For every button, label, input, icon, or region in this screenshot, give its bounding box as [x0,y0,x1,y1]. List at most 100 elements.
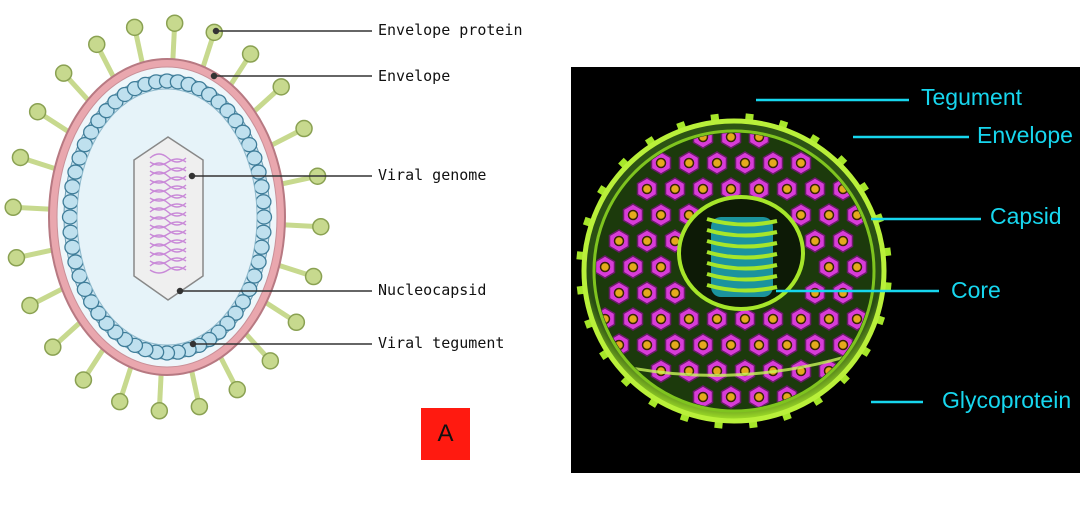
tegument-bead [254,180,269,194]
envelope-protein-head [167,15,183,31]
capsomere-center [811,185,820,194]
capsomere-center [643,341,652,350]
capsomere-center [825,211,834,220]
tegument-bead [65,240,80,254]
capsomere-center [601,263,610,272]
capsomere-center [615,237,624,246]
envelope-protein-head [5,199,21,215]
capsomere-center [811,237,820,246]
virus-schematic [0,0,560,508]
capsomere-center [797,315,806,324]
capsomere-center [727,185,736,194]
tegument-bead [65,180,80,194]
envelope-protein-head [30,104,46,120]
envelope-protein-head [89,36,105,52]
label-core: Core [951,277,1001,304]
tegument-bead [251,255,266,269]
envelope-protein-head [243,46,259,62]
envelope-protein-head [112,394,128,410]
label-tegument: Tegument [921,84,1022,111]
envelope-protein-head [45,339,61,355]
envelope-protein-head [75,372,91,388]
tegument-bead [72,269,87,283]
tegument-bead [247,269,262,283]
capsomere-center [825,315,834,324]
envelope-protein-head [262,353,278,369]
capsomere-center [839,341,848,350]
tegument-bead [63,210,78,224]
capsomere-center [643,237,652,246]
capsomere-center [713,159,722,168]
capsomere-center [713,315,722,324]
label-capsid: Capsid [990,203,1062,230]
capsomere-center [853,315,862,324]
tegument-bead [251,165,266,179]
envelope-protein-head [273,79,289,95]
label-glycoprotein: Glycoprotein [942,387,1071,414]
capsomere-center [615,289,624,298]
capsomere-center [699,185,708,194]
capsomere-center [727,133,736,142]
capsomere-center [671,341,680,350]
capsomere-center [769,315,778,324]
capsomere-center [671,185,680,194]
tegument-bead [72,151,87,165]
label-envelope-protein: Envelope protein [378,21,523,39]
capsomere-center [657,315,666,324]
envelope-protein-head [56,65,72,81]
enveloped-virus-diagram: Envelope protein Envelope Viral genome N… [0,0,560,508]
capsomere-center [825,263,834,272]
capsomere-center [853,263,862,272]
capsomere-center [755,185,764,194]
label-envelope: Envelope [378,67,450,85]
capsomere-center [797,211,806,220]
capsomere-center [643,185,652,194]
envelope-protein-head [229,382,245,398]
capsomere-center [629,315,638,324]
capsomere-center [755,341,764,350]
panel-badge-a: A [421,408,470,460]
capsomere-center [811,341,820,350]
label-viral-genome: Viral genome [378,166,486,184]
capsomere-center [797,159,806,168]
tegument-bead [68,255,83,269]
envelope-protein-head [306,269,322,285]
tegument-bead [256,225,271,239]
tegument-bead [254,240,269,254]
capsomere-center [685,159,694,168]
tegument-bead [247,151,262,165]
envelope-protein-head [151,403,167,419]
capsomere-center [727,341,736,350]
envelope-protein-head [12,149,28,165]
capsomere-center [685,315,694,324]
envelope-protein-head [127,19,143,35]
tegument-bead [257,210,272,224]
capsomere-center [755,393,764,402]
tegument-bead [63,195,78,209]
envelope-protein-head [8,250,24,266]
virus-3d-illustration: Tegument Envelope Capsid Core Glycoprote… [571,67,1080,473]
capsomere-center [657,159,666,168]
capsomere-center [671,289,680,298]
envelope-protein-head [313,219,329,235]
capsomere-center [783,185,792,194]
capsomere-center [741,159,750,168]
capsomere-center [699,393,708,402]
capsomere-center [783,341,792,350]
envelope-protein-head [22,297,38,313]
capsomere-center [699,341,708,350]
envelope-protein-head [191,399,207,415]
tegument-bead [256,195,271,209]
capsomere-center [727,393,736,402]
capsomere-center [643,289,652,298]
envelope-protein-head [288,314,304,330]
label-envelope-3d: Envelope [977,122,1073,149]
label-nucleocapsid: Nucleocapsid [378,281,486,299]
capsomere-center [657,211,666,220]
tegument-bead [63,225,78,239]
tegument-bead [68,165,83,179]
capsomere-center [741,315,750,324]
label-viral-tegument: Viral tegument [378,334,504,352]
capsomere-center [839,237,848,246]
capsomere-center [657,263,666,272]
